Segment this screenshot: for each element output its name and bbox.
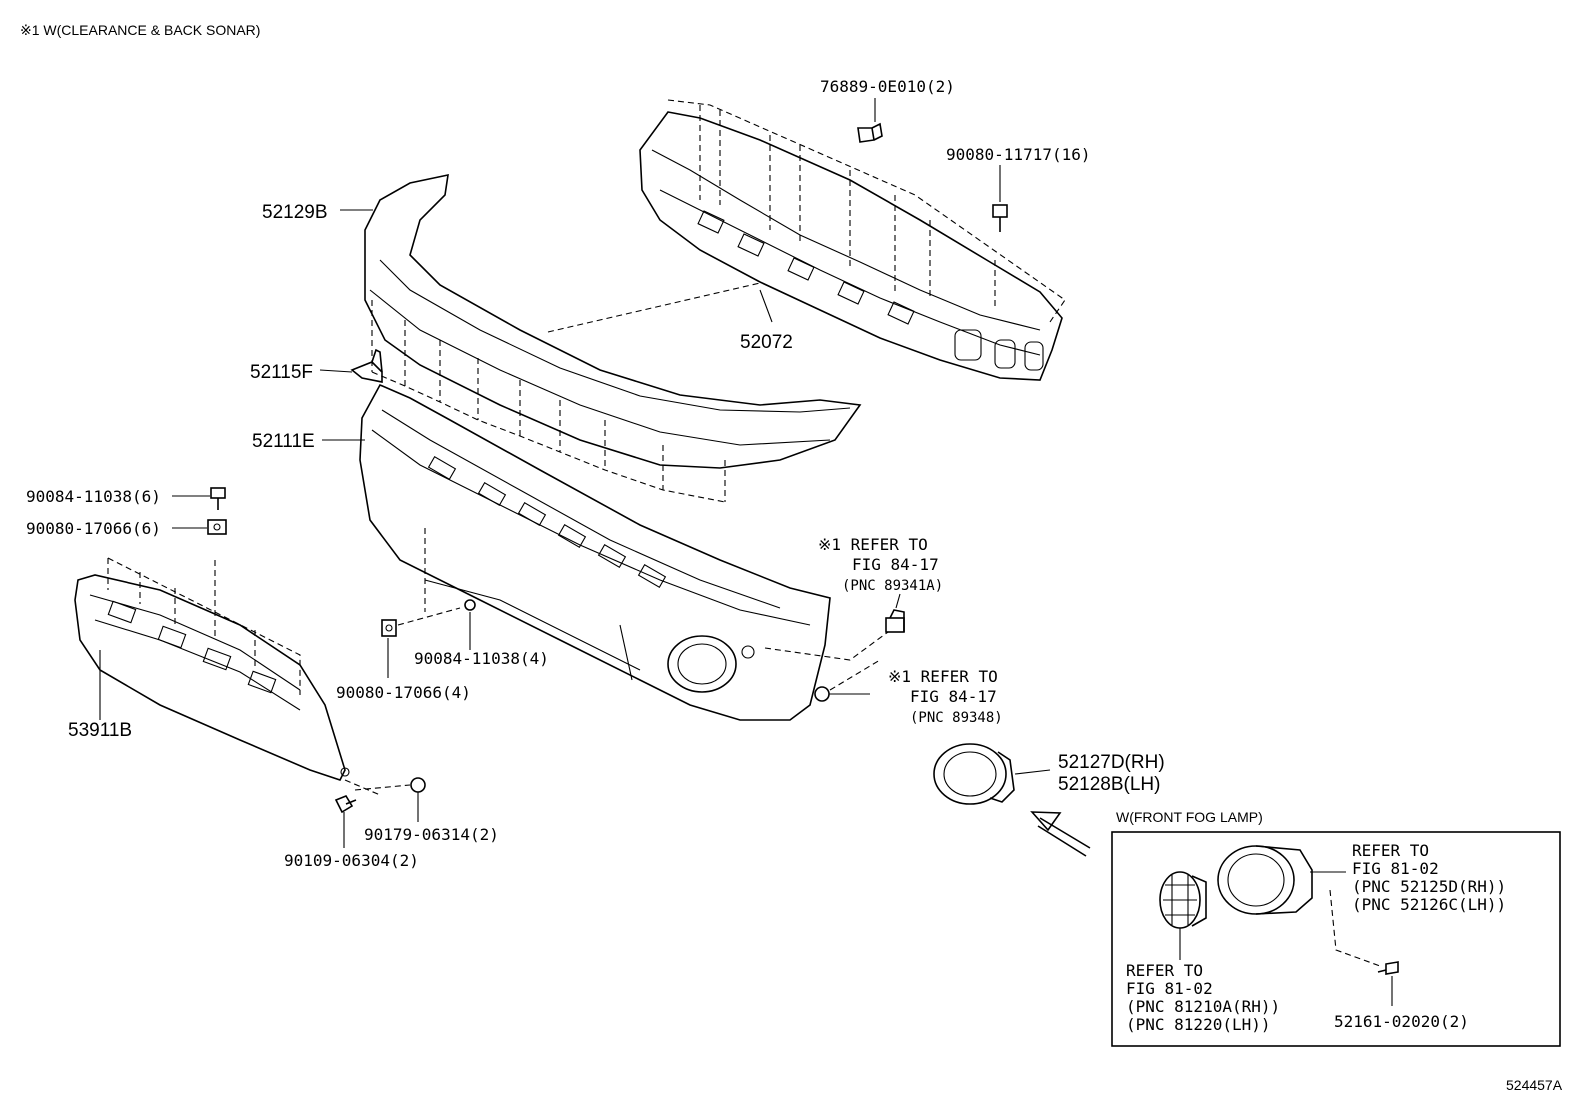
sonar-sensor-grommet[interactable] xyxy=(814,686,830,702)
callout-90084-11038-6: 90084-11038(6) xyxy=(26,487,161,506)
svg-text:(PNC 89341A): (PNC 89341A) xyxy=(842,578,943,594)
refer-fog-housing: REFER TO FIG 81-02 (PNC 52125D(RH)) (PNC… xyxy=(1352,841,1506,914)
nut-90080-17066-4[interactable] xyxy=(381,619,397,637)
callout-90080-17066-6: 90080-17066(6) xyxy=(26,519,161,538)
svg-text:(PNC 52125D(RH)): (PNC 52125D(RH)) xyxy=(1352,877,1506,896)
svg-text:(PNC 81220(LH)): (PNC 81220(LH)) xyxy=(1126,1015,1271,1034)
clip-76889[interactable] xyxy=(857,122,883,143)
callout-90109-06304: 90109-06304(2) xyxy=(284,851,419,870)
bracket-52115F[interactable] xyxy=(350,348,383,383)
bumper-reinforcement-52072[interactable] xyxy=(639,111,1063,381)
callout-90080-11717: 90080-11717(16) xyxy=(946,145,1091,164)
fog-lamp-cover-52127D-52128B[interactable] xyxy=(933,743,1015,805)
svg-text:※1 REFER TO: ※1 REFER TO xyxy=(818,535,928,554)
callout-52115f: 52115F xyxy=(250,362,313,383)
callout-76889-0e010: 76889-0E010(2) xyxy=(820,77,955,96)
callout-90080-17066-4: 90080-17066(4) xyxy=(336,683,471,702)
screw-52161-02020[interactable] xyxy=(1377,961,1399,975)
screw-90084-11038-6[interactable] xyxy=(210,487,226,510)
svg-text:FIG 81-02: FIG 81-02 xyxy=(1352,859,1439,878)
sonar-sensor-bracket[interactable] xyxy=(885,609,905,633)
bumper-cover-upper-52129B[interactable] xyxy=(364,173,862,469)
callout-52111e: 52111E xyxy=(252,431,315,452)
callout-52129b: 52129B xyxy=(262,202,328,223)
figure-code: 524457A xyxy=(1506,1077,1563,1093)
refer-sonar-89348: ※1 REFER TO FIG 84-17 (PNC 89348) xyxy=(888,667,1003,726)
svg-text:REFER TO: REFER TO xyxy=(1126,961,1203,980)
callout-52128b-lh: 52128B(LH) xyxy=(1058,774,1160,795)
svg-text:※1 REFER TO: ※1 REFER TO xyxy=(888,667,998,686)
fog-lamp-housing[interactable] xyxy=(1217,845,1313,915)
refer-fog-lamp: REFER TO FIG 81-02 (PNC 81210A(RH)) (PNC… xyxy=(1126,961,1280,1034)
svg-text:(PNC 89348): (PNC 89348) xyxy=(910,710,1003,726)
arrow-fog-lamp-variant xyxy=(1030,811,1091,857)
fog-lamp-box xyxy=(1111,831,1561,1047)
svg-text:FIG 84-17: FIG 84-17 xyxy=(852,555,939,574)
svg-text:REFER TO: REFER TO xyxy=(1352,841,1429,860)
bolt-90109-06304[interactable] xyxy=(334,795,357,814)
nut-90080-17066-6[interactable] xyxy=(207,519,227,535)
svg-text:(PNC 81210A(RH)): (PNC 81210A(RH)) xyxy=(1126,997,1280,1016)
callout-90179-06314: 90179-06314(2) xyxy=(364,825,499,844)
callout-52127d-rh: 52127D(RH) xyxy=(1058,752,1165,773)
svg-text:FIG 81-02: FIG 81-02 xyxy=(1126,979,1213,998)
callout-52072: 52072 xyxy=(740,332,793,353)
callout-52161-02020: 52161-02020(2) xyxy=(1334,1012,1469,1031)
header-note: ※1 W(CLEARANCE & BACK SONAR) xyxy=(20,22,260,38)
fog-box-title: W(FRONT FOG LAMP) xyxy=(1116,809,1263,825)
refer-sonar-89341a: ※1 REFER TO FIG 84-17 (PNC 89341A) xyxy=(818,535,943,594)
front-bumper-52111E[interactable] xyxy=(359,383,831,721)
screw-90084-11038-4[interactable] xyxy=(464,599,476,611)
fog-lamp-unit[interactable] xyxy=(1159,871,1207,929)
callout-53911b: 53911B xyxy=(68,720,132,741)
svg-text:FIG 84-17: FIG 84-17 xyxy=(910,687,997,706)
bolt-90080-11717[interactable] xyxy=(992,204,1008,232)
svg-text:(PNC 52126C(LH)): (PNC 52126C(LH)) xyxy=(1352,895,1506,914)
callout-90084-11038-4: 90084-11038(4) xyxy=(414,649,549,668)
skid-plate-53911B[interactable] xyxy=(74,574,350,781)
nut-90179-06314[interactable] xyxy=(410,777,426,793)
